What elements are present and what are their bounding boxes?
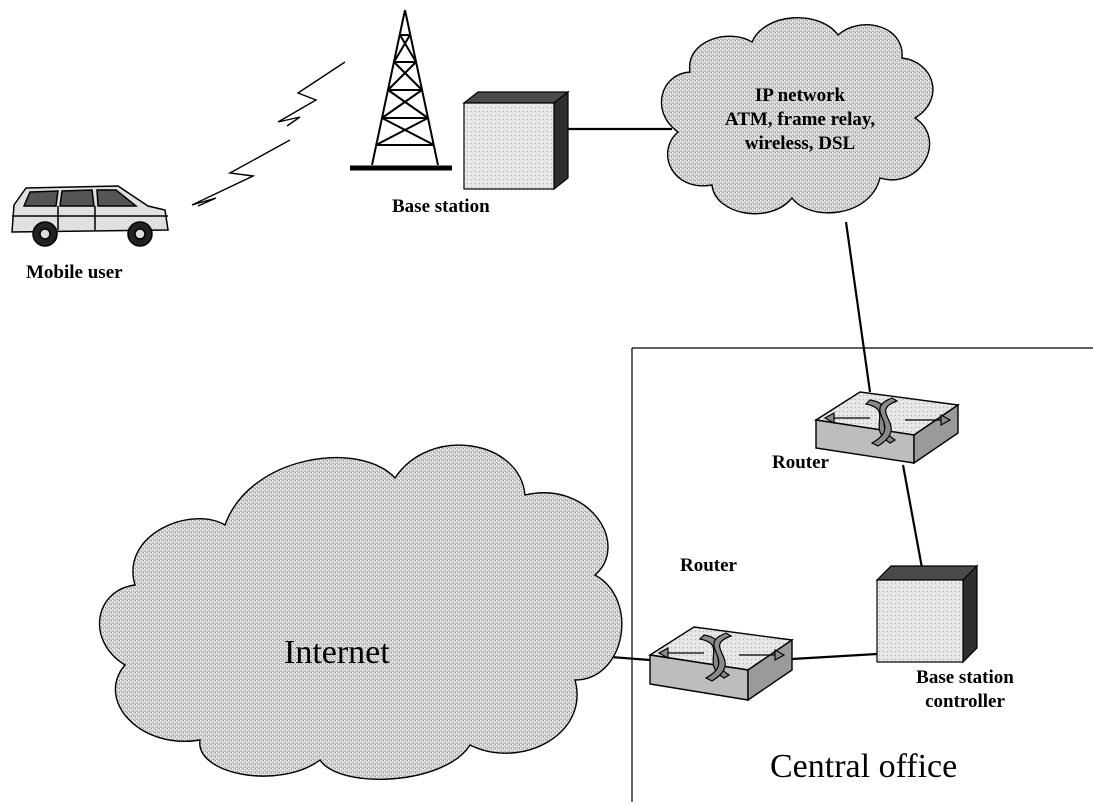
router-upper-icon (814, 391, 960, 465)
bsc-label: Base station controller (890, 666, 1040, 714)
ip-network-line-1: IP network (754, 85, 846, 106)
router-lower-label: Router (680, 555, 737, 576)
bsc-line-2: controller (925, 691, 1005, 712)
transmission-tower-icon (350, 9, 452, 171)
internet-label: Internet (284, 634, 390, 671)
link-router-bsc (901, 464, 924, 569)
link-ipnetwork-router (844, 221, 872, 393)
base-station-box-icon (462, 90, 570, 191)
base-station-controller-box-icon (875, 564, 979, 664)
car-icon (11, 185, 169, 247)
internet-cloud (98, 444, 623, 780)
central-office-label: Central office (770, 748, 958, 785)
ip-network-line-3: wireless, DSL (744, 133, 856, 154)
ip-network-label: IP network ATM, frame relay, wireless, D… (720, 84, 880, 156)
router-upper-label: Router (772, 452, 829, 473)
central-office-boundary (631, 347, 1093, 802)
link-bsc-router (791, 652, 878, 661)
wireless-signal-icon (191, 61, 346, 207)
ip-network-line-2: ATM, frame relay, (724, 109, 876, 130)
base-station-label: Base station (392, 196, 490, 217)
router-lower-icon (648, 626, 794, 702)
ip-network-cloud (660, 17, 934, 215)
bsc-line-1: Base station (916, 667, 1014, 688)
connection-lines (568, 127, 924, 662)
mobile-user-label: Mobile user (26, 262, 123, 283)
